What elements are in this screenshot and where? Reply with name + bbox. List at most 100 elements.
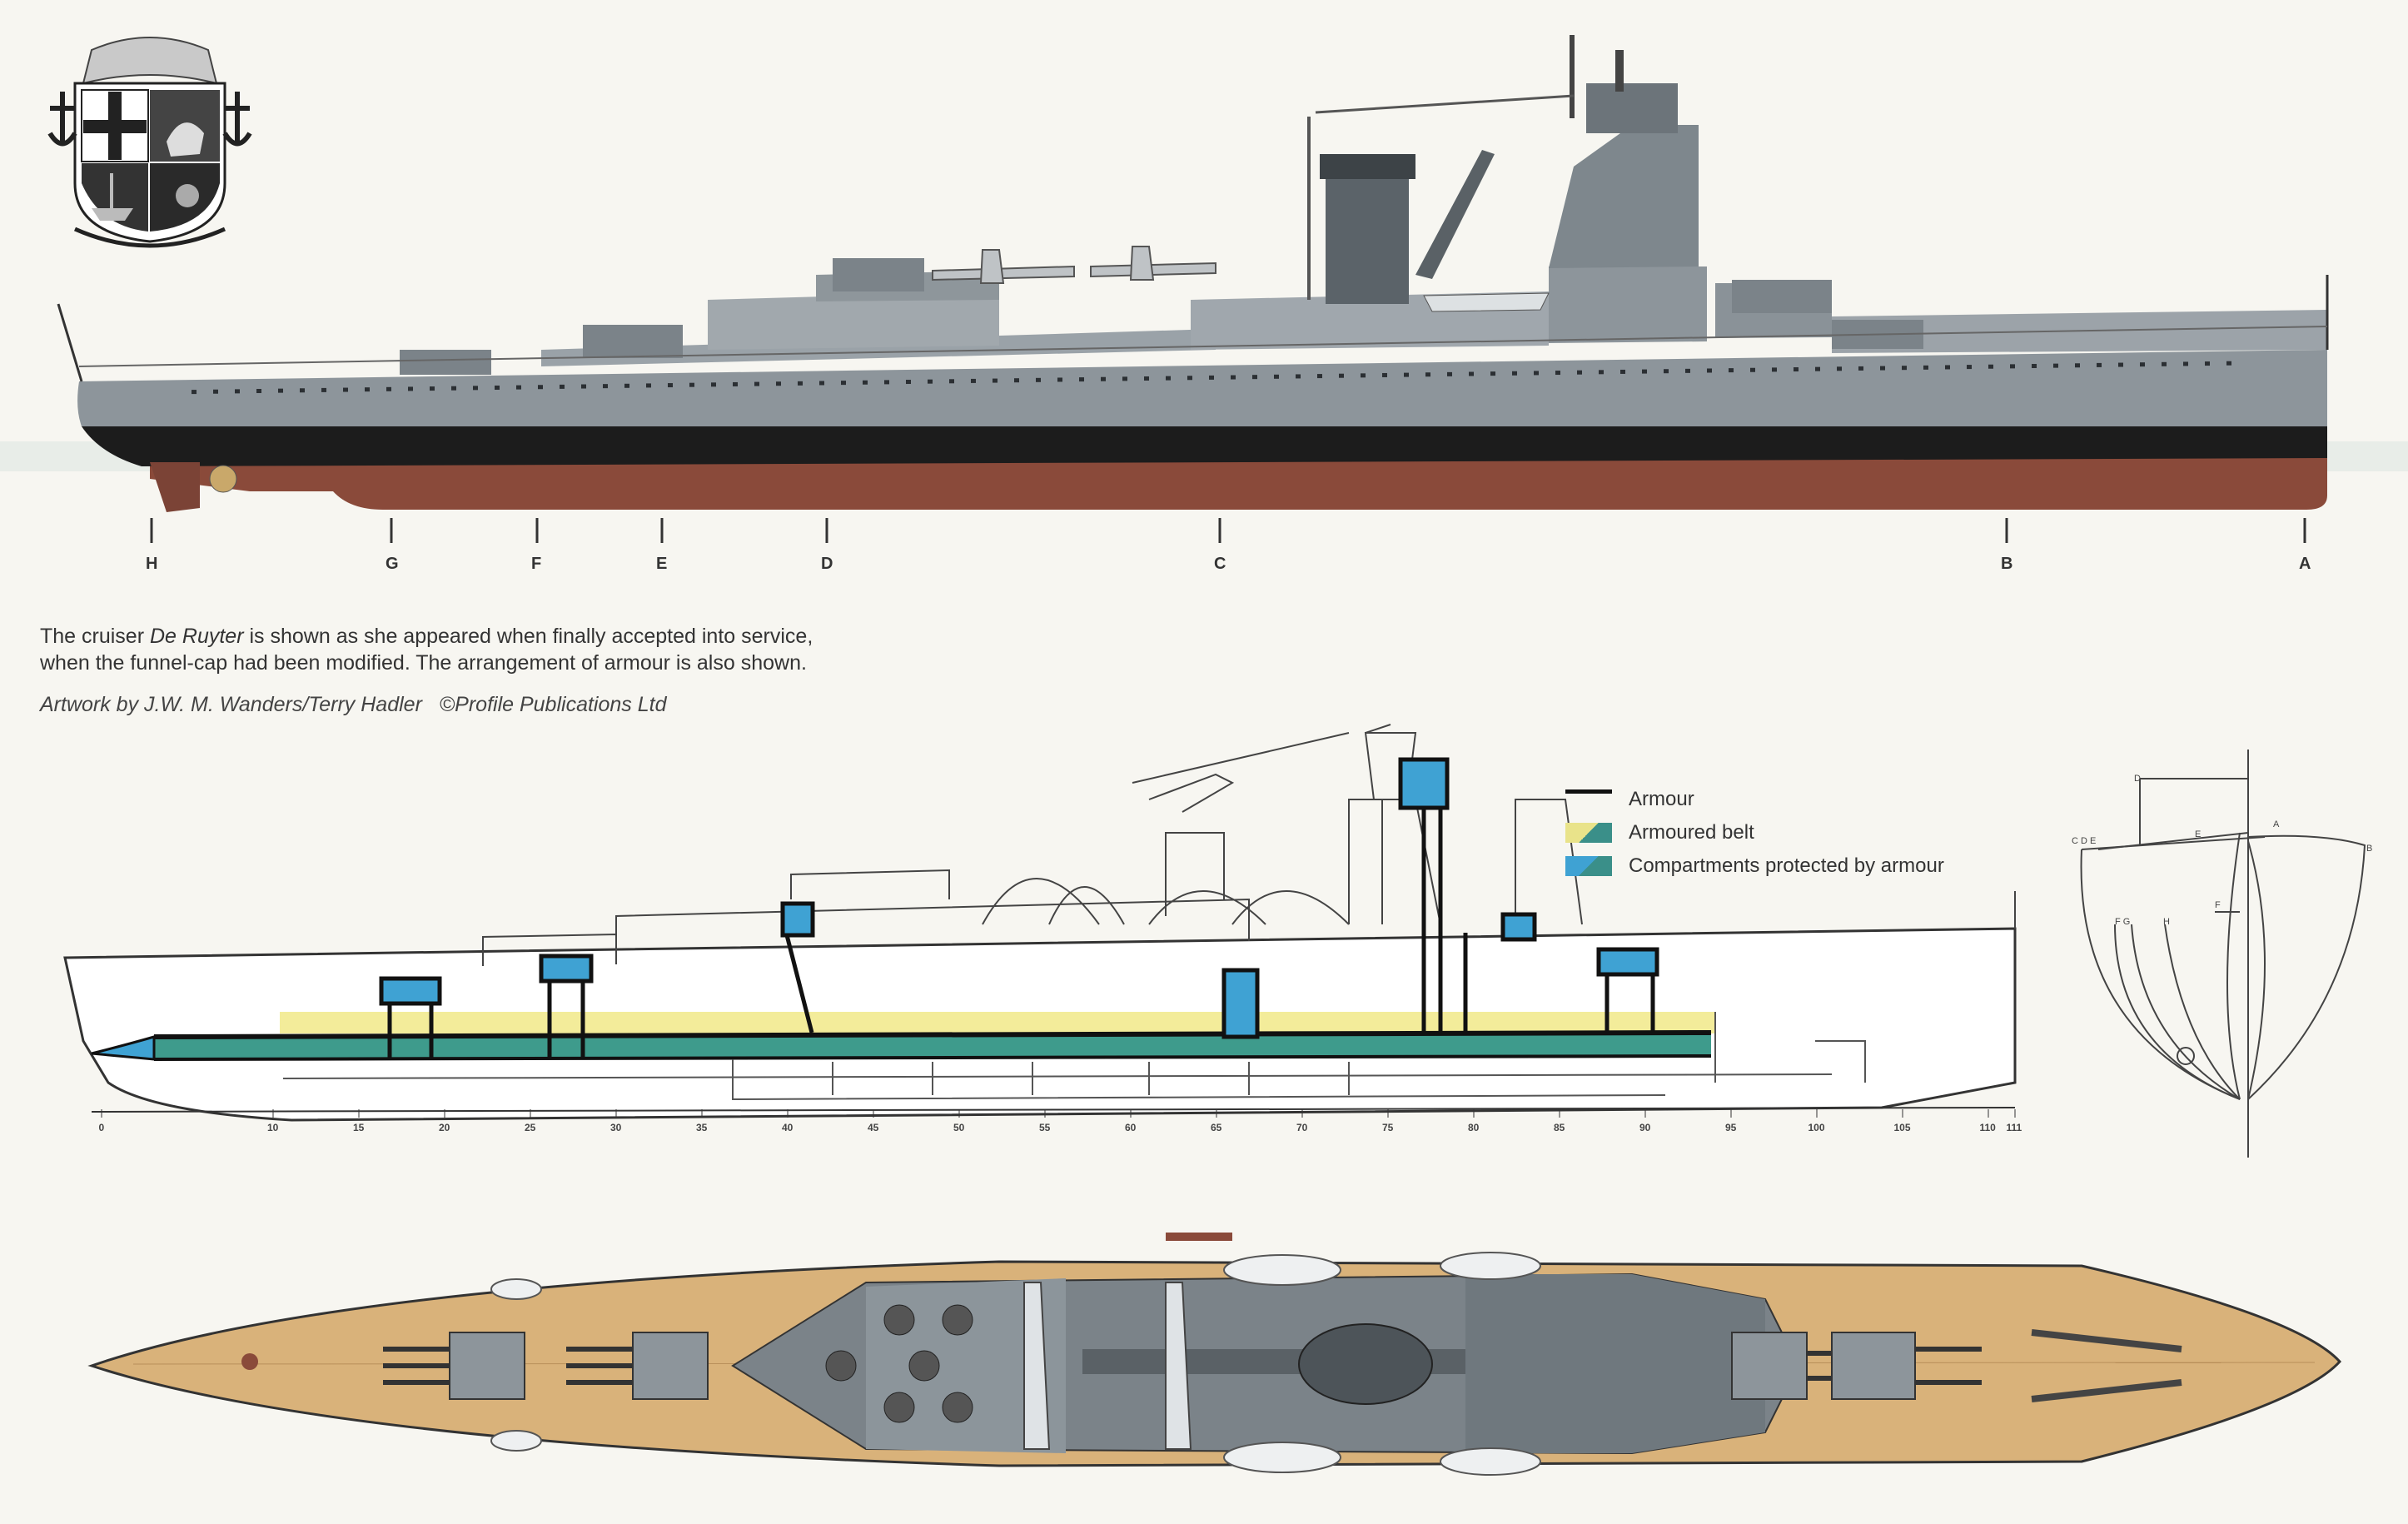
porthole xyxy=(1577,370,1582,375)
porthole xyxy=(1599,370,1604,375)
porthole xyxy=(560,384,565,389)
porthole xyxy=(2226,361,2231,366)
porthole xyxy=(581,384,586,389)
frame-label-45: 45 xyxy=(868,1122,879,1133)
porthole xyxy=(1772,367,1777,372)
porthole xyxy=(1685,368,1690,373)
porthole xyxy=(1512,371,1517,376)
porthole xyxy=(624,383,629,388)
porthole xyxy=(798,381,803,386)
frame-label-20: 20 xyxy=(439,1122,450,1133)
body-plan-label-cde: C D E xyxy=(2072,836,2096,846)
frame-label-100: 100 xyxy=(1808,1122,1825,1133)
frame-label-105: 105 xyxy=(1894,1122,1911,1133)
porthole xyxy=(538,385,543,390)
caption-text-2: is shown as she appeared when finally ac… xyxy=(243,625,813,648)
porthole xyxy=(192,390,197,395)
frame-label-60: 60 xyxy=(1125,1122,1137,1133)
legend-label-belt: Armoured belt xyxy=(1629,821,1754,844)
porthole xyxy=(256,389,261,394)
porthole xyxy=(2183,361,2188,366)
porthole xyxy=(928,379,933,384)
porthole xyxy=(1902,366,1907,371)
porthole xyxy=(1209,375,1214,380)
porthole xyxy=(1187,376,1192,381)
body-plan-label-fg: F G xyxy=(2115,917,2130,927)
artwork-credit: Artwork by J.W. M. Wanders/Terry Hadler … xyxy=(40,693,956,717)
porthole xyxy=(278,388,283,393)
porthole xyxy=(949,379,954,384)
porthole xyxy=(1122,376,1127,381)
porthole xyxy=(1945,365,1950,370)
porthole xyxy=(1447,371,1452,376)
legend-swatch-armour xyxy=(1565,789,1612,809)
porthole xyxy=(408,386,413,391)
station-label-d: D xyxy=(821,555,833,573)
porthole xyxy=(2140,362,2145,367)
porthole xyxy=(971,378,976,383)
porthole xyxy=(365,387,370,392)
armour-legend: Armour Armoured belt Compartments protec… xyxy=(1565,783,1944,883)
body-plan-label-f: F xyxy=(2215,900,2221,910)
porthole xyxy=(711,382,716,387)
porthole xyxy=(430,386,435,391)
frame-label-30: 30 xyxy=(610,1122,622,1133)
porthole xyxy=(1404,372,1409,377)
porthole xyxy=(1923,365,1928,370)
porthole xyxy=(516,385,521,390)
caption-text-3: when the funnel-cap had been modified. T… xyxy=(40,651,807,675)
body-plan-label-a: A xyxy=(2273,819,2280,829)
frame-label-25: 25 xyxy=(525,1122,536,1133)
legend-swatch-belt xyxy=(1565,823,1612,843)
porthole xyxy=(2118,362,2123,367)
porthole xyxy=(451,386,456,391)
porthole xyxy=(2075,363,2080,368)
body-plan-label-b: B xyxy=(2366,844,2372,854)
body-plan-label-h: H xyxy=(2163,917,2170,927)
frame-label-85: 85 xyxy=(1554,1122,1565,1133)
porthole xyxy=(300,388,305,393)
porthole xyxy=(1296,374,1301,379)
legend-swatch-compartments xyxy=(1565,856,1612,876)
porthole xyxy=(863,380,868,385)
porthole xyxy=(2053,363,2058,368)
porthole xyxy=(1014,378,1019,383)
frame-label-110: 110 xyxy=(1980,1122,1997,1133)
frame-label-80: 80 xyxy=(1468,1122,1480,1133)
porthole xyxy=(884,380,889,385)
body-plan-label-d: D xyxy=(2134,774,2141,784)
porthole xyxy=(668,383,673,388)
porthole xyxy=(386,386,391,391)
legend-item-belt: Armoured belt xyxy=(1565,816,1944,849)
porthole xyxy=(1425,372,1430,377)
station-label-h: H xyxy=(146,555,157,573)
porthole xyxy=(1101,376,1106,381)
porthole xyxy=(1036,377,1041,382)
frame-label-40: 40 xyxy=(782,1122,794,1133)
porthole xyxy=(343,387,348,392)
station-label-b: B xyxy=(2001,555,2012,573)
porthole xyxy=(733,381,738,386)
frame-label-111: 111 xyxy=(2007,1122,2022,1133)
porthole xyxy=(1339,373,1344,378)
legend-label-compartments: Compartments protected by armour xyxy=(1629,854,1944,877)
porthole xyxy=(819,381,824,386)
porthole xyxy=(1382,372,1387,377)
legend-item-compartments: Compartments protected by armour xyxy=(1565,849,1944,883)
porthole xyxy=(1880,366,1885,371)
frame-label-70: 70 xyxy=(1296,1122,1308,1133)
porthole xyxy=(495,385,500,390)
porthole xyxy=(1555,371,1560,376)
porthole xyxy=(1837,366,1842,371)
porthole xyxy=(1231,375,1236,380)
porthole xyxy=(235,389,240,394)
porthole xyxy=(2032,363,2037,368)
frame-label-75: 75 xyxy=(1382,1122,1394,1133)
porthole xyxy=(1469,371,1474,376)
porthole xyxy=(321,387,326,392)
porthole xyxy=(1858,366,1863,371)
caption-ship-name: De Ruyter xyxy=(149,625,244,648)
frame-label-35: 35 xyxy=(696,1122,708,1133)
